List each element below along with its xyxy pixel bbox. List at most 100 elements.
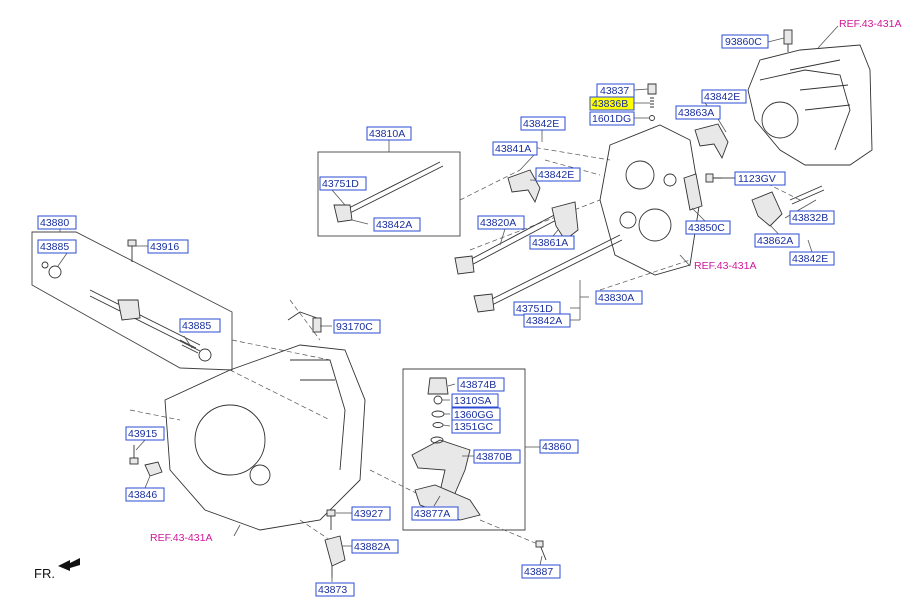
callout-43751D-bottom[interactable]: 43751D (513, 301, 561, 316)
guide-lines (129, 144, 801, 546)
reference-label-bottom[interactable]: REF.43-431A (150, 532, 212, 544)
callout-43832B[interactable]: 43832B (789, 210, 835, 225)
svg-text:43846: 43846 (128, 489, 157, 501)
callout-43885-top[interactable]: 43885 (37, 239, 77, 254)
callout-43842E-top-right[interactable]: 43842E (701, 89, 747, 104)
intermediate-plate (599, 124, 701, 276)
callout-43842E-right[interactable]: 43842E (789, 251, 835, 266)
callout-43842E-mid[interactable]: 43842E (520, 116, 566, 131)
fork-43862A (751, 191, 783, 227)
frame-43860 (402, 368, 540, 531)
callout-1360GG[interactable]: 1360GG (451, 407, 501, 422)
spring-43836B (650, 97, 654, 108)
bolt-43927 (326, 509, 336, 530)
fork-43841A (507, 169, 541, 204)
svg-text:93860C: 93860C (725, 36, 762, 48)
reference-label-mid[interactable]: REF.43-431A (694, 260, 756, 272)
rail-43832B (789, 185, 825, 205)
svg-text:1310SA: 1310SA (454, 395, 491, 407)
callout-43885-bottom[interactable]: 43885 (179, 318, 221, 333)
svg-text:43887: 43887 (524, 566, 553, 578)
callout-43820A[interactable]: 43820A (477, 215, 525, 230)
callout-43751D-top[interactable]: 43751D (319, 176, 367, 191)
callout-43916[interactable]: 43916 (147, 239, 189, 254)
callout-43850C[interactable]: 43850C (685, 220, 731, 235)
svg-text:43880: 43880 (40, 217, 69, 229)
bracket-43877A (414, 484, 481, 521)
svg-text:43860: 43860 (542, 441, 571, 453)
svg-text:43842E: 43842E (538, 169, 574, 181)
callout-43877A[interactable]: 43877A (411, 506, 459, 521)
callout-43842E-mid2[interactable]: 43842E (535, 167, 581, 182)
svg-text:43751D: 43751D (322, 178, 359, 190)
svg-text:43842E: 43842E (704, 91, 740, 103)
callout-93170C[interactable]: 93170C (333, 319, 381, 334)
front-case-housing (164, 344, 366, 531)
callout-43927[interactable]: 43927 (351, 506, 391, 521)
svg-text:43842A: 43842A (526, 315, 562, 327)
svg-text:43836B: 43836B (592, 98, 628, 110)
svg-text:43862A: 43862A (757, 235, 793, 247)
svg-text:43837: 43837 (600, 85, 629, 97)
svg-text:1360GG: 1360GG (454, 409, 494, 421)
shift-rail-43810A (333, 161, 444, 223)
fork-43861A (551, 201, 579, 241)
ball-1601DG (649, 115, 655, 121)
svg-text:43863A: 43863A (678, 107, 714, 119)
callout-43810A[interactable]: 43810A (366, 126, 412, 141)
svg-text:43832B: 43832B (792, 212, 828, 224)
callout-43880[interactable]: 43880 (37, 215, 77, 230)
callout-43862A[interactable]: 43862A (754, 233, 800, 248)
svg-text:43916: 43916 (150, 241, 179, 253)
svg-text:43861A: 43861A (532, 237, 568, 249)
svg-text:43820A: 43820A (480, 217, 516, 229)
callout-93860C[interactable]: 93860C (721, 34, 769, 49)
svg-text:43810A: 43810A (369, 128, 405, 140)
callout-43870B[interactable]: 43870B (473, 449, 521, 464)
bolt-43916 (127, 239, 137, 262)
svg-text:43841A: 43841A (495, 143, 531, 155)
lever-43882A (324, 535, 346, 567)
plug-43837 (647, 83, 657, 95)
callout-1601DG[interactable]: 1601DG (589, 111, 635, 126)
svg-text:43870B: 43870B (476, 451, 512, 463)
svg-text:43885: 43885 (182, 320, 211, 332)
reference-label-top[interactable]: REF.43-431A (839, 18, 901, 30)
callout-1310SA[interactable]: 1310SA (451, 393, 499, 408)
callout-43874B[interactable]: 43874B (457, 377, 505, 392)
callout-43860[interactable]: 43860 (539, 439, 579, 454)
callout-1351GC[interactable]: 1351GC (451, 419, 501, 434)
callout-43841A[interactable]: 43841A (492, 141, 538, 156)
lug-43850C (683, 173, 703, 211)
callout-43836B[interactable]: 43836B (589, 96, 635, 111)
callout-43837[interactable]: 43837 (596, 83, 635, 98)
svg-text:1123GV: 1123GV (738, 173, 776, 185)
plug-43846 (144, 461, 163, 477)
callout-1123GV[interactable]: 1123GV (734, 171, 786, 186)
callout-43842A-top[interactable]: 43842A (373, 217, 421, 232)
callout-43882A[interactable]: 43882A (351, 539, 399, 554)
bolt-43887 (535, 540, 547, 561)
shift-rail-43820A (454, 211, 563, 275)
bolt-43915 (129, 445, 139, 465)
svg-text:43873: 43873 (318, 584, 347, 596)
callout-43887[interactable]: 43887 (521, 564, 561, 579)
callout-43873[interactable]: 43873 (315, 582, 355, 597)
svg-text:43882A: 43882A (354, 541, 390, 553)
shift-rail-43830A (473, 234, 623, 313)
front-direction-arrow-icon (58, 558, 80, 571)
callout-43842A-bottom[interactable]: 43842A (523, 313, 571, 328)
rear-case-housing (747, 44, 873, 166)
front-label: FR. (34, 566, 55, 581)
sensor-93860C (783, 29, 793, 52)
callout-43846[interactable]: 43846 (125, 487, 165, 502)
svg-text:43927: 43927 (354, 508, 383, 520)
callout-43863A[interactable]: 43863A (675, 105, 721, 120)
callout-43915[interactable]: 43915 (125, 426, 165, 441)
callout-43861A[interactable]: 43861A (529, 235, 575, 250)
fork-43863A (694, 123, 729, 160)
svg-text:43885: 43885 (40, 241, 69, 253)
svg-text:43874B: 43874B (460, 379, 496, 391)
callout-43830A[interactable]: 43830A (595, 290, 643, 305)
